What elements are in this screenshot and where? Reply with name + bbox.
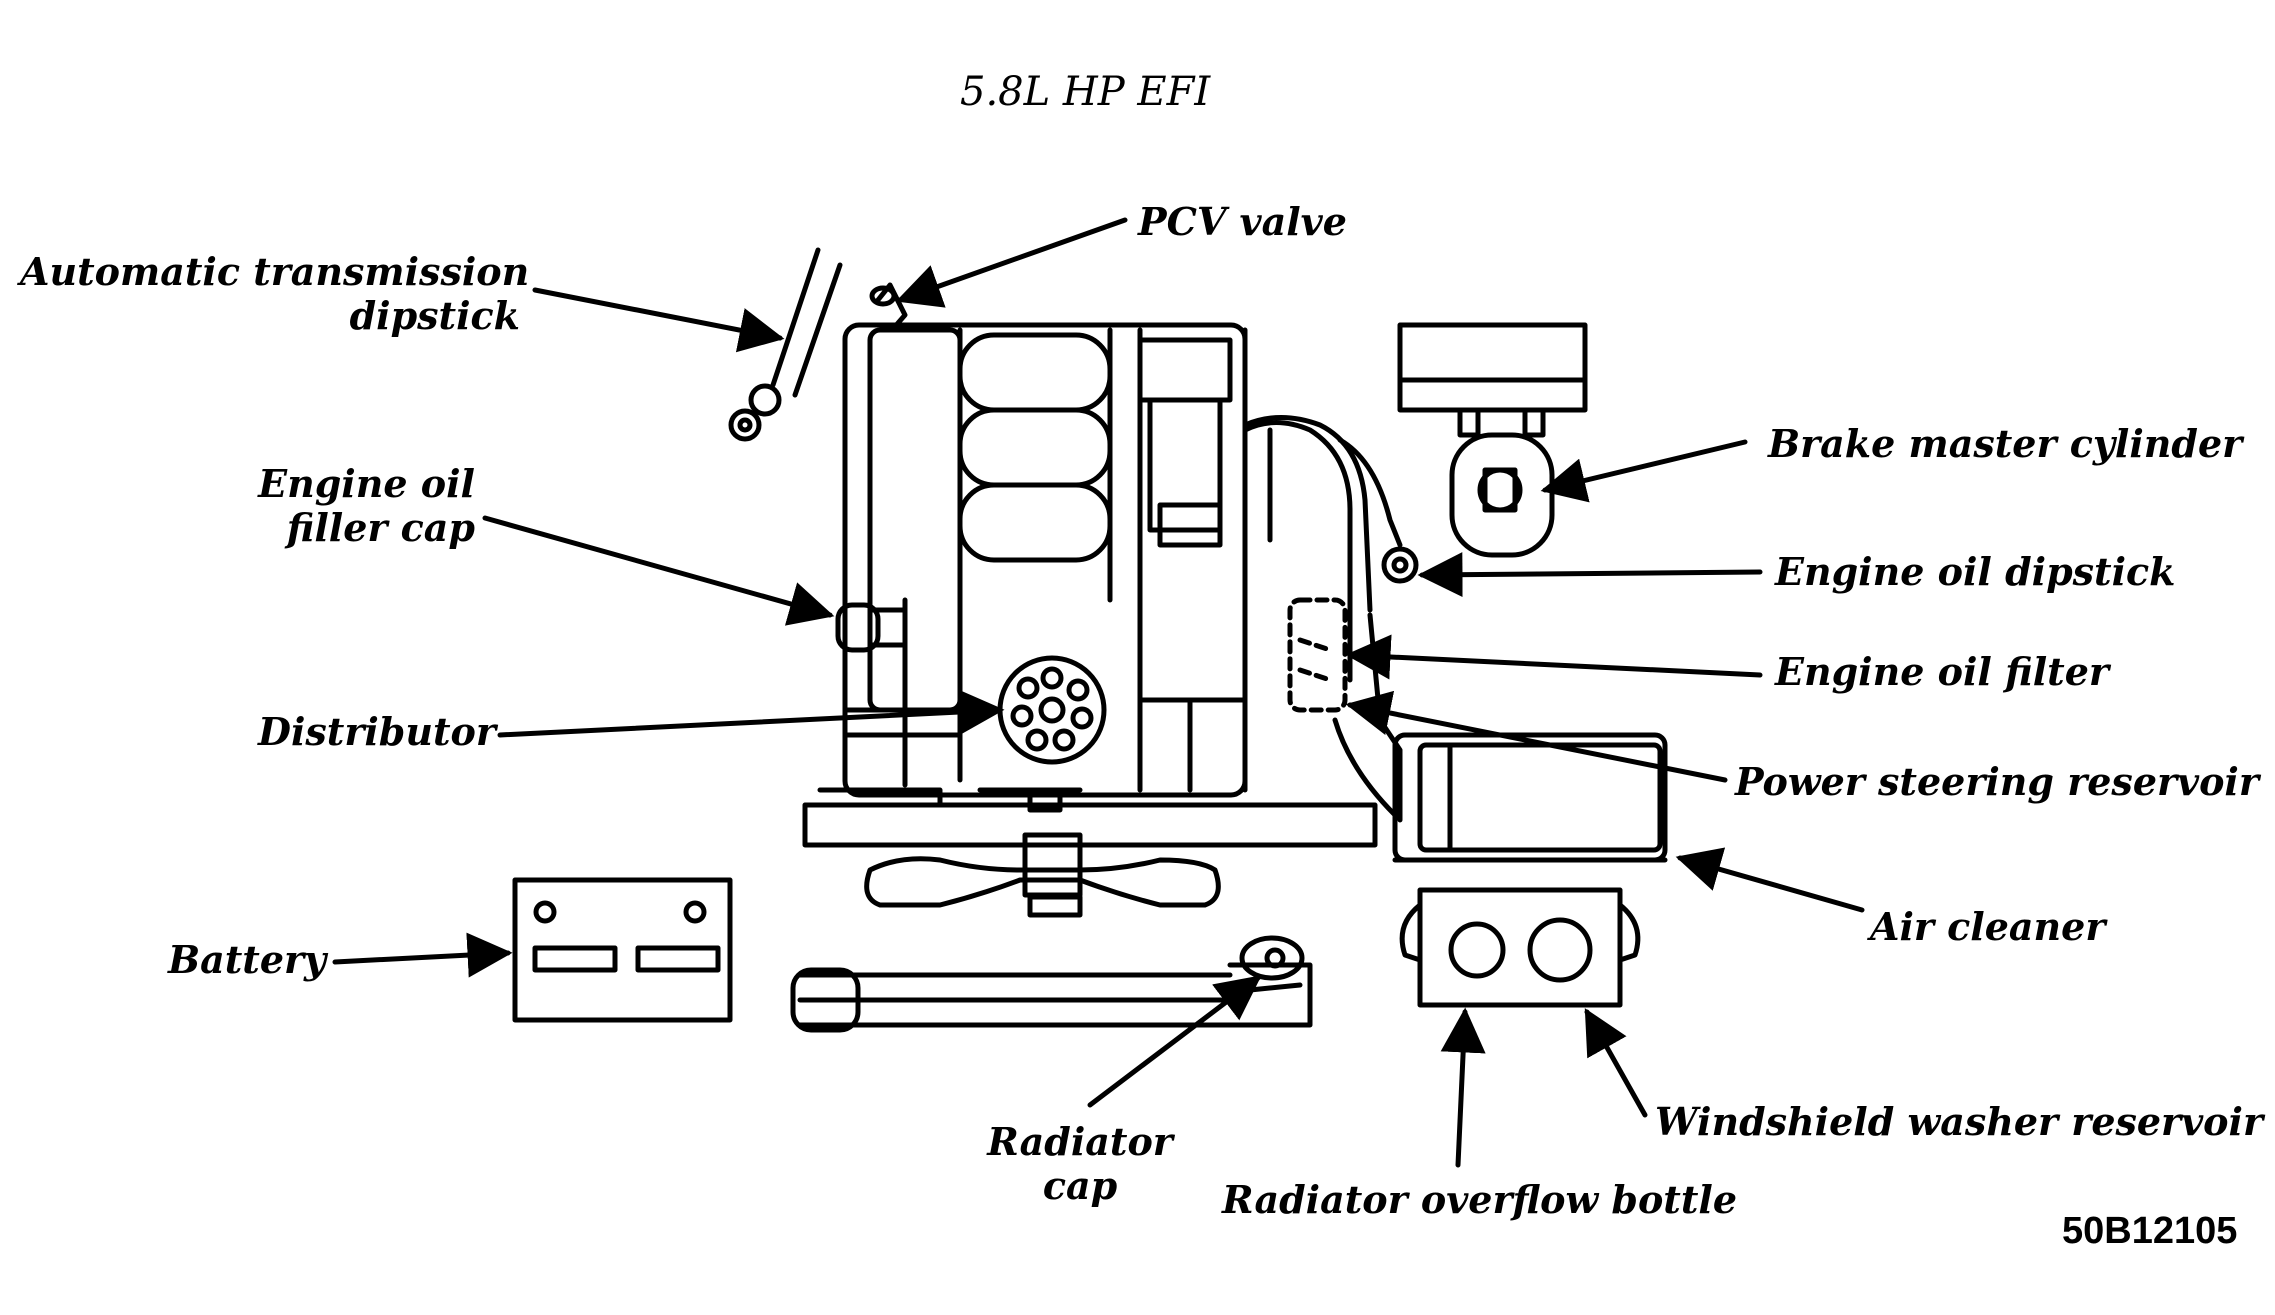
label-auto-trans-dipstick-line1: Automatic transmission (20, 249, 530, 294)
battery-body (512, 877, 733, 1023)
air-cleaner-box (1392, 732, 1668, 863)
label-engine-oil-filter: Engine oil filter (1775, 649, 2109, 694)
engine-oil-filter (1287, 597, 1348, 713)
label-engine-oil-filler-cap-line2: filler cap (286, 505, 475, 550)
label-pcv-valve: PCV valve (1138, 199, 1347, 244)
fan-assembly (802, 787, 1378, 918)
label-radiator-cap-line1: Radiator (987, 1119, 1173, 1164)
label-engine-oil-filler-cap: Engine oil filler cap (180, 462, 475, 550)
label-radiator-overflow-bottle: Radiator overflow bottle (1222, 1177, 1738, 1222)
label-auto-trans-dipstick-line2: dipstick (349, 293, 520, 338)
label-radiator-cap: Radiator cap (960, 1120, 1200, 1208)
label-power-steering-reservoir: Power steering reservoir (1735, 759, 2259, 804)
label-air-cleaner: Air cleaner (1870, 904, 2106, 949)
oil-filler-cap (835, 602, 908, 653)
engine-oil-dipstick (1337, 437, 1419, 584)
washer-reservoir (1399, 887, 1641, 1008)
diagram-title: 5.8L HP EFI (960, 69, 1211, 115)
label-engine-oil-dipstick: Engine oil dipstick (1775, 549, 2176, 594)
label-windshield-washer-reservoir: Windshield washer reservoir (1655, 1099, 2263, 1144)
trans-dipstick (728, 247, 843, 442)
brake-master-cylinder (1397, 322, 1588, 558)
distributor-cap (997, 655, 1107, 765)
label-radiator-cap-line2: cap (1042, 1163, 1118, 1208)
radiator-body (790, 935, 1313, 1033)
label-battery: Battery (168, 937, 327, 982)
label-distributor: Distributor (258, 709, 496, 754)
leader-lines (332, 217, 1865, 1168)
figure-code: 50B12105 (2062, 1210, 2238, 1252)
engine-block (842, 322, 1248, 798)
label-brake-master-cylinder: Brake master cylinder (1768, 421, 2243, 466)
label-auto-trans-dipstick: Automatic transmission dipstick (20, 249, 530, 338)
label-engine-oil-filler-cap-line1: Engine oil (258, 461, 475, 506)
